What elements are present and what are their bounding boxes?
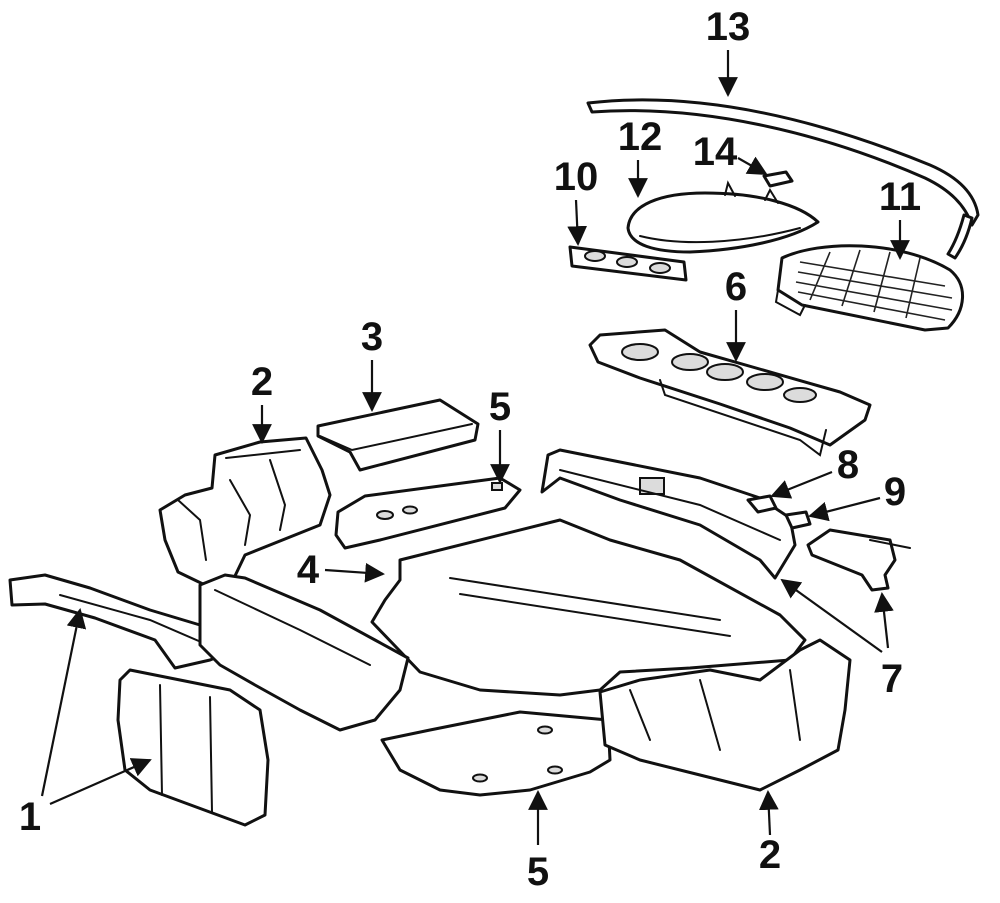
callout-labels: 13 12 14 10 11 6 3 2 5 4 8 9 7 1 5 2 [19, 5, 921, 894]
part-11-grille-panel [774, 244, 964, 332]
part-5-filler-upper [334, 476, 522, 550]
callout-12: 12 [618, 115, 663, 159]
callout-9: 9 [884, 470, 906, 514]
part-1-side-trim-panel [8, 573, 270, 827]
callout-13: 13 [706, 5, 751, 49]
callout-5-lower: 5 [527, 850, 549, 894]
part-7-rear-sill-trim [540, 448, 797, 580]
part-7-side-bracket [806, 528, 911, 592]
part-2-side-trim-right [598, 638, 852, 792]
part-3-trim-cover [316, 398, 480, 472]
part-14-clip [762, 170, 794, 188]
callout-14: 14 [693, 130, 738, 174]
callout-1: 1 [19, 795, 41, 839]
callout-11: 11 [879, 175, 921, 219]
part-10-speaker-bracket [568, 245, 688, 282]
part-13-trim-strip [586, 98, 980, 260]
callout-2-lower: 2 [759, 833, 781, 877]
callout-5-upper: 5 [489, 385, 511, 429]
part-9-clip [784, 510, 812, 530]
part-12-speaker-cover [626, 180, 820, 254]
part-4-trunk-floor-mat [370, 518, 807, 697]
part-5-floor-pad [380, 710, 612, 797]
rear-floor-panel [198, 573, 410, 732]
callout-4: 4 [297, 548, 320, 592]
callout-2-upper: 2 [251, 360, 273, 404]
leader-lines [40, 50, 910, 845]
part-6-package-tray [588, 328, 872, 457]
part-8-clip [746, 494, 778, 514]
callout-3: 3 [361, 315, 383, 359]
callout-6: 6 [725, 265, 747, 309]
callout-10: 10 [554, 155, 599, 199]
callout-8: 8 [837, 443, 859, 487]
callout-7: 7 [881, 657, 903, 701]
